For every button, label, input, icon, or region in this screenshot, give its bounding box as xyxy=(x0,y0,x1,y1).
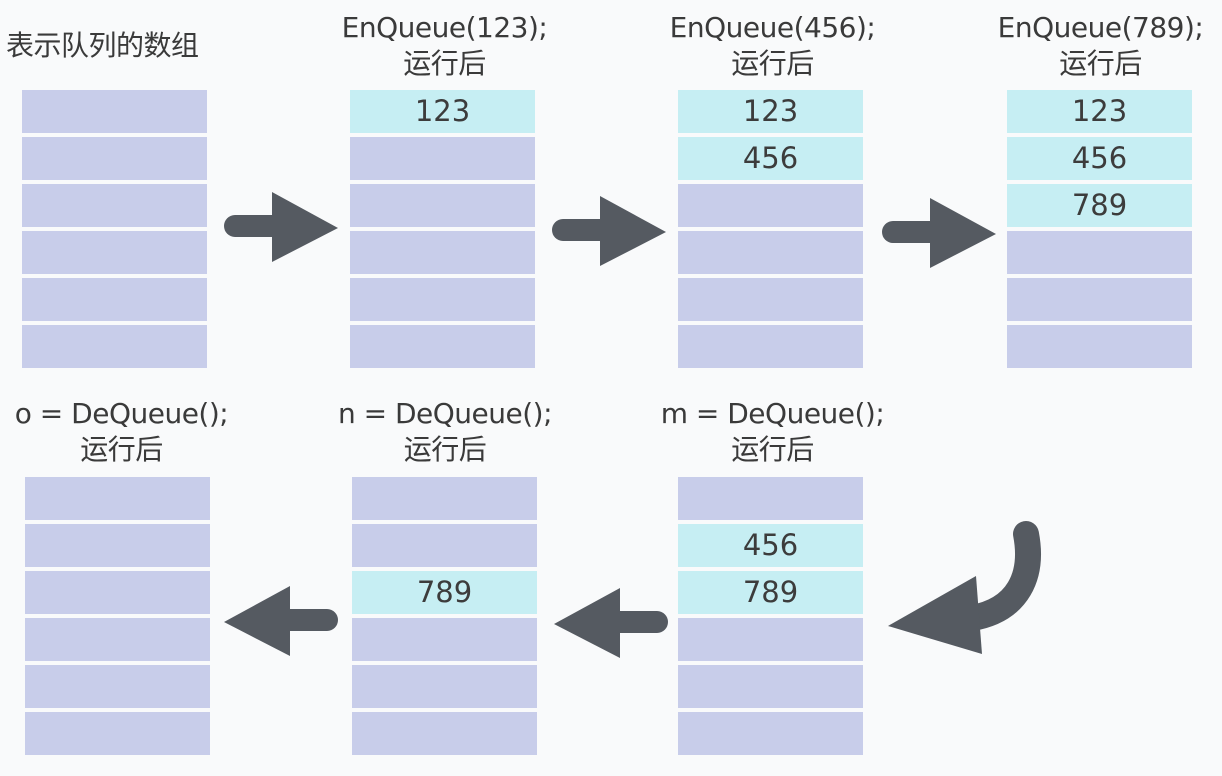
left-arrow-icon xyxy=(224,586,338,656)
queue-cell xyxy=(22,184,207,227)
queue-cell xyxy=(352,477,537,520)
curved-arrow-icon xyxy=(888,521,1041,654)
right-arrow-icon xyxy=(552,196,666,266)
panel-enqueue-123-title: EnQueue(123); 运行后 xyxy=(341,11,548,80)
queue-cell xyxy=(1007,325,1192,368)
panel-dequeue-o-title: o = DeQueue(); 运行后 xyxy=(14,397,229,466)
queue-cell xyxy=(678,665,863,708)
queue-cell xyxy=(1007,278,1192,321)
queue-cell xyxy=(678,477,863,520)
queue-cell: 123 xyxy=(1007,90,1192,133)
queue-cell xyxy=(350,184,535,227)
queue-cell xyxy=(350,278,535,321)
queue-cell xyxy=(678,712,863,755)
queue-cell xyxy=(352,665,537,708)
queue-cell: 789 xyxy=(352,571,537,614)
queue-cell xyxy=(22,231,207,274)
queue-cell: 789 xyxy=(678,571,863,614)
queue-cell xyxy=(25,665,210,708)
panel-enqueue-789-title: EnQueue(789); 运行后 xyxy=(997,11,1204,80)
queue-cell xyxy=(350,231,535,274)
queue-cell xyxy=(352,524,537,567)
queue-cell: 789 xyxy=(1007,184,1192,227)
queue-cell xyxy=(22,90,207,133)
queue-cell xyxy=(352,618,537,661)
queue-cell xyxy=(25,571,210,614)
queue-cell xyxy=(678,231,863,274)
queue-cell xyxy=(22,137,207,180)
queue-cell: 456 xyxy=(678,524,863,567)
left-arrow-icon xyxy=(554,588,668,658)
queue-cell: 123 xyxy=(350,90,535,133)
queue-cell xyxy=(22,278,207,321)
queue-cell xyxy=(25,477,210,520)
queue-cell xyxy=(25,712,210,755)
panel-dequeue-m-title: m = DeQueue(); 运行后 xyxy=(660,397,885,466)
queue-cell xyxy=(678,325,863,368)
queue-cell xyxy=(350,325,535,368)
panel-initial-title: 表示队列的数组 xyxy=(6,29,199,62)
right-arrow-icon xyxy=(224,192,338,262)
panel-enqueue-456-title: EnQueue(456); 运行后 xyxy=(669,11,876,80)
queue-cell xyxy=(678,184,863,227)
queue-cell xyxy=(350,137,535,180)
right-arrow-icon xyxy=(882,198,996,268)
queue-cell xyxy=(352,712,537,755)
panel-dequeue-n-title: n = DeQueue(); 运行后 xyxy=(337,397,553,466)
queue-cell xyxy=(1007,231,1192,274)
queue-cell: 456 xyxy=(1007,137,1192,180)
queue-cell xyxy=(25,618,210,661)
queue-cell: 456 xyxy=(678,137,863,180)
queue-cell xyxy=(22,325,207,368)
queue-cell: 123 xyxy=(678,90,863,133)
queue-cell xyxy=(25,524,210,567)
queue-cell xyxy=(678,618,863,661)
queue-cell xyxy=(678,278,863,321)
